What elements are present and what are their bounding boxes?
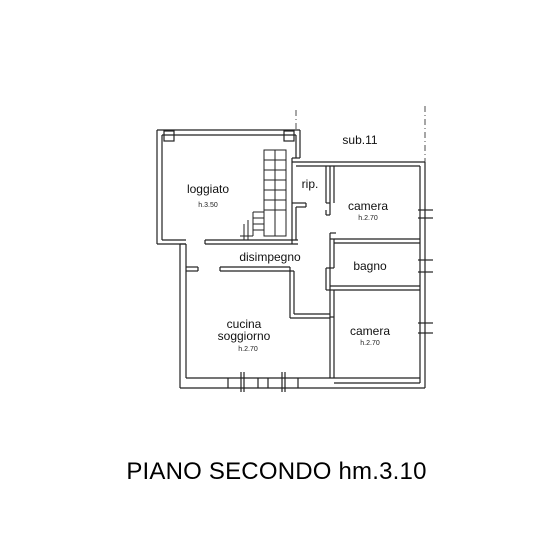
- walls: [156, 129, 433, 392]
- staircase: [240, 149, 287, 240]
- sub-label: sub.11: [342, 133, 377, 147]
- cucina-label-line2: soggiorno: [218, 329, 271, 343]
- cucina-height: h.2.70: [238, 346, 258, 353]
- column: [283, 130, 295, 142]
- rip-label: rip.: [302, 177, 319, 191]
- loggiato-label: loggiato: [187, 182, 229, 196]
- camera-top-height: h.2.70: [358, 215, 378, 222]
- floor-caption: PIANO SECONDO hm.3.10: [126, 458, 427, 485]
- camera-bottom-label: camera: [350, 324, 390, 338]
- cucina-label-line1: cucina: [227, 317, 262, 331]
- bagno-label: bagno: [353, 259, 387, 273]
- camera-top-label: camera: [348, 199, 388, 213]
- column: [163, 130, 175, 142]
- loggiato-height: h.3.50: [198, 202, 218, 209]
- sub-area-outline: [295, 106, 426, 162]
- camera-bottom-height: h.2.70: [360, 340, 380, 347]
- disimpegno-label: disimpegno: [239, 250, 301, 264]
